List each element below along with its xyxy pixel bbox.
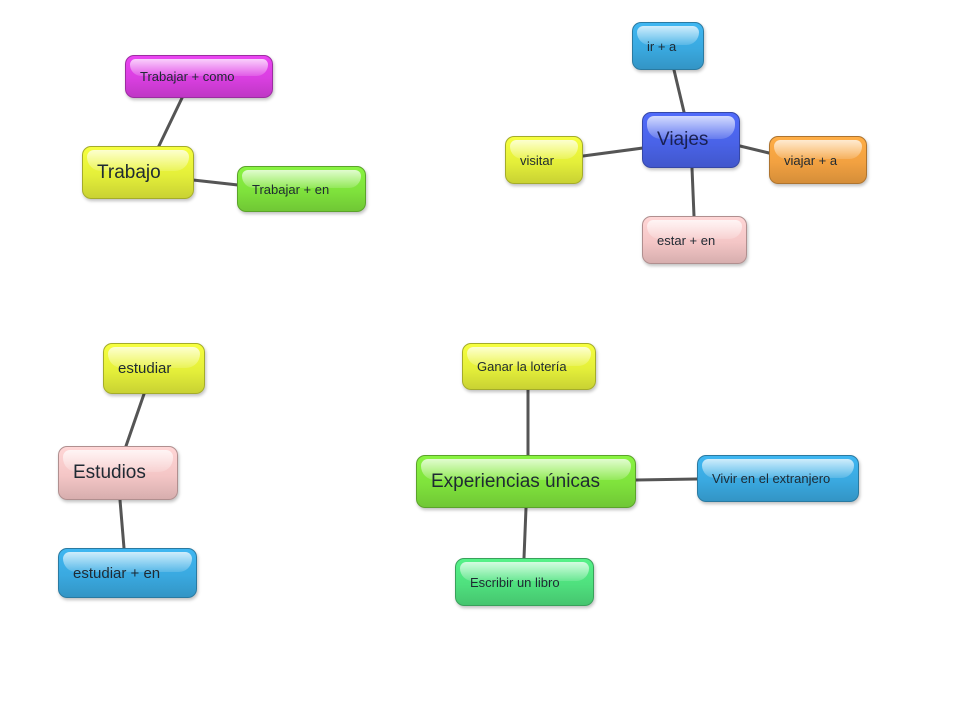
- node-vivir-extranjero-label: Vivir en el extranjero: [712, 471, 831, 486]
- node-estudios-label: Estudios: [73, 462, 146, 483]
- node-escribir-libro[interactable]: Escribir un libro: [455, 558, 594, 606]
- node-visitar-label: visitar: [520, 152, 554, 168]
- connector-viajes-ir: [672, 68, 686, 114]
- node-ganar-loteria-label: Ganar la lotería: [477, 359, 567, 374]
- connector-trabajo-en: [191, 178, 240, 187]
- node-trabajar-como-label: Trabajar + como: [140, 69, 235, 84]
- node-trabajo[interactable]: Trabajo: [82, 146, 194, 199]
- node-ganar-loteria[interactable]: Ganar la lotería: [462, 343, 596, 390]
- node-estudios[interactable]: Estudios: [58, 446, 178, 500]
- connector-exp-libro: [522, 506, 528, 560]
- connector-trabajo-como: [155, 96, 184, 152]
- node-trabajar-como[interactable]: Trabajar + como: [125, 55, 273, 98]
- node-viajes-label: Viajes: [657, 129, 709, 150]
- connector-estudios-en: [118, 498, 126, 550]
- node-visitar[interactable]: visitar: [505, 136, 583, 184]
- node-estudiar-en-label: estudiar + en: [73, 564, 161, 582]
- node-estudiar-label: estudiar: [118, 360, 172, 377]
- node-trabajar-en[interactable]: Trabajar + en: [237, 166, 366, 212]
- node-ir-a-label: ir + a: [647, 38, 677, 54]
- node-estar-en[interactable]: estar + en: [642, 216, 747, 264]
- node-vivir-extranjero[interactable]: Vivir en el extranjero: [697, 455, 859, 502]
- node-viajar-a-label: viajar + a: [784, 152, 838, 168]
- node-viajar-a[interactable]: viajar + a: [769, 136, 867, 184]
- node-trabajar-en-label: Trabajar + en: [252, 181, 330, 197]
- node-estar-en-label: estar + en: [657, 232, 716, 248]
- node-experiencias-unicas[interactable]: Experiencias únicas: [416, 455, 636, 508]
- connector-viajes-estar: [690, 166, 696, 218]
- node-escribir-libro-label: Escribir un libro: [470, 574, 560, 590]
- node-ir-a[interactable]: ir + a: [632, 22, 704, 70]
- node-experiencias-unicas-label: Experiencias únicas: [431, 470, 600, 492]
- connector-viajes-viajar: [738, 144, 771, 155]
- connector-viajes-visitar: [581, 146, 645, 158]
- node-trabajo-label: Trabajo: [97, 161, 161, 183]
- connector-exp-extranjero: [634, 477, 699, 482]
- node-viajes[interactable]: Viajes: [642, 112, 740, 168]
- node-estudiar-en[interactable]: estudiar + en: [58, 548, 197, 598]
- connector-estudios-estudiar: [124, 392, 146, 448]
- node-estudiar[interactable]: estudiar: [103, 343, 205, 394]
